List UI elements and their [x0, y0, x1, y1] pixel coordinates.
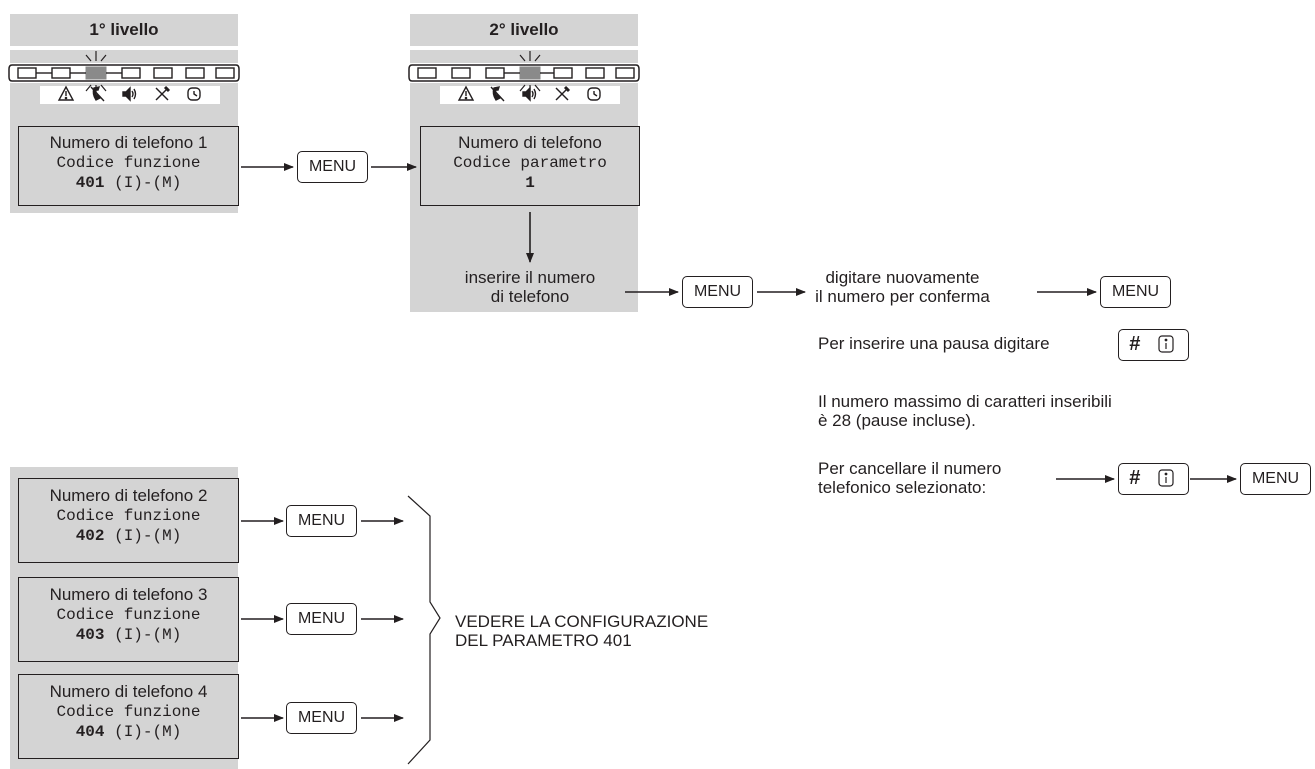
- no-phone-icon: [490, 86, 505, 102]
- level1-icons: [57, 85, 201, 102]
- cancel-note: Per cancellare il numero telefonico sele…: [818, 459, 1002, 497]
- clock-icon: [587, 87, 601, 101]
- info-icon: [1158, 335, 1174, 353]
- menu-key-insert[interactable]: MENU: [682, 276, 753, 308]
- lcd-line-param: 1: [525, 174, 535, 192]
- level2-lcd: Numero di telefono Codice parametro 1: [420, 126, 640, 206]
- level2-instruction: inserire il numero di telefono: [464, 268, 596, 306]
- menu-key-level1[interactable]: MENU: [297, 151, 368, 183]
- speaker-icon: [122, 86, 137, 102]
- lcd-line-number: Numero di telefono 1: [49, 133, 208, 152]
- level2-title: 2° livello: [410, 14, 638, 46]
- level1-lcd: Numero di telefono 1 Codice funzione 401…: [18, 126, 239, 206]
- menu-key-phone3[interactable]: MENU: [286, 603, 357, 635]
- lcd-line-number: Numero di telefono: [458, 133, 602, 152]
- level1-title: 1° livello: [10, 14, 238, 46]
- function-code: 403: [75, 626, 105, 644]
- lcd-line-code: 401 (I)-(M): [19, 173, 238, 193]
- lcd-line-code: 403 (I)-(M): [19, 625, 238, 645]
- menu-key-phone4[interactable]: MENU: [286, 702, 357, 734]
- code-suffix: (I)-(M): [104, 723, 182, 741]
- phone3-lcd: Numero di telefono 3 Codice funzione 403…: [18, 577, 239, 662]
- speaker-icon: [522, 86, 537, 102]
- tools-icon: [555, 85, 571, 101]
- code-suffix: (I)-(M): [104, 626, 182, 644]
- lcd-line-number: Numero di telefono 4: [49, 682, 208, 701]
- phone2-lcd: Numero di telefono 2 Codice funzione 402…: [18, 478, 239, 563]
- phone4-lcd: Numero di telefono 4 Codice funzione 404…: [18, 674, 239, 759]
- pause-note: Per inserire una pausa digitare: [818, 334, 1050, 353]
- lcd-line-param-label: Codice parametro: [453, 154, 607, 172]
- no-phone-icon: [90, 86, 105, 102]
- info-icon: [1158, 469, 1174, 487]
- tools-icon: [155, 85, 171, 101]
- warning-icon: [457, 85, 475, 101]
- see-configuration-text: VEDERE LA CONFIGURAZIONE DEL PARAMETRO 4…: [455, 612, 709, 650]
- lcd-line-number: Numero di telefono 2: [49, 486, 208, 505]
- code-suffix: (I)-(M): [104, 174, 182, 192]
- hash-key-cancel[interactable]: #: [1118, 463, 1189, 495]
- warning-icon: [57, 85, 75, 101]
- hash-label: #: [1129, 467, 1141, 489]
- brace: [407, 495, 441, 765]
- lcd-line-code-label: Codice funzione: [56, 507, 201, 525]
- function-code: 404: [75, 723, 105, 741]
- function-code: 402: [75, 527, 105, 545]
- lcd-line-number: Numero di telefono 3: [49, 585, 208, 604]
- clock-icon: [187, 87, 201, 101]
- menu-key-cancel[interactable]: MENU: [1240, 463, 1311, 495]
- lcd-line-code-label: Codice funzione: [56, 154, 201, 172]
- code-suffix: (I)-(M): [104, 527, 182, 545]
- level2-icons: [457, 85, 601, 102]
- confirm-text: digitare nuovamente il numero per confer…: [815, 268, 990, 306]
- level1-leds: [8, 51, 240, 93]
- level2-leds: [408, 51, 640, 93]
- lcd-line-code: 402 (I)-(M): [19, 526, 238, 546]
- max-chars-note: Il numero massimo di caratteri inseribil…: [818, 392, 1112, 430]
- hash-key-pause[interactable]: #: [1118, 329, 1189, 361]
- function-code: 401: [75, 174, 105, 192]
- menu-key-confirm[interactable]: MENU: [1100, 276, 1171, 308]
- hash-label: #: [1129, 333, 1141, 355]
- lcd-line-code: 404 (I)-(M): [19, 722, 238, 742]
- lcd-line-code-label: Codice funzione: [56, 606, 201, 624]
- flow-arrows: [241, 163, 1237, 765]
- lcd-line-code-label: Codice funzione: [56, 703, 201, 721]
- menu-key-phone2[interactable]: MENU: [286, 505, 357, 537]
